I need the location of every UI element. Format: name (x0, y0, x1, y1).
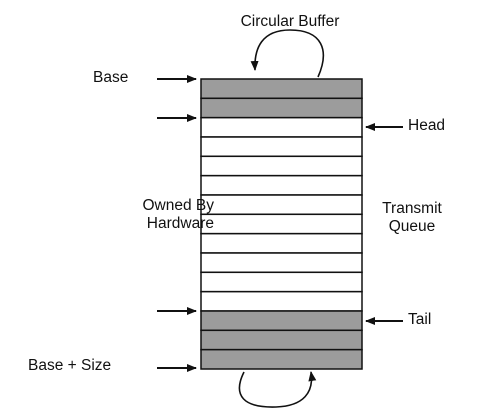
base-plus-size-label: Base + Size (28, 357, 112, 374)
buffer-slot (200, 271, 363, 293)
base-label: Base (93, 69, 129, 86)
owned-by-hardware-line-2: Hardware (146, 215, 214, 232)
buffer-slot-shaded (200, 348, 363, 370)
tail-label: Tail (408, 311, 432, 328)
buffer-slot (200, 136, 363, 158)
buffer-slot-shaded (200, 329, 363, 351)
buffer-slot (200, 116, 363, 138)
head-label: Head (408, 117, 446, 134)
buffer-slot-shaded (200, 310, 363, 332)
buffer-slot (200, 290, 363, 312)
buffer-slot-shaded (200, 97, 363, 119)
wraparound-arc-bottom (238, 371, 317, 408)
buffer-slot (200, 232, 363, 254)
buffer-slot (200, 174, 363, 196)
buffer-slot (200, 252, 363, 274)
wraparound-arc-top (250, 29, 325, 78)
transmit-queue-line-1: Transmit (382, 200, 442, 217)
owned-by-hardware-line-1: Owned By (142, 197, 214, 214)
buffer-slot (200, 155, 363, 177)
buffer-slot (200, 194, 363, 216)
owned-by-hardware-label: Owned By Hardware (74, 197, 214, 233)
transmit-queue-label: Transmit Queue (372, 200, 452, 236)
diagram-title: Circular Buffer (240, 13, 340, 30)
buffer-slots (200, 78, 363, 370)
buffer-slot (200, 213, 363, 235)
buffer-slot-shaded (200, 78, 363, 100)
transmit-queue-line-2: Queue (388, 218, 436, 235)
